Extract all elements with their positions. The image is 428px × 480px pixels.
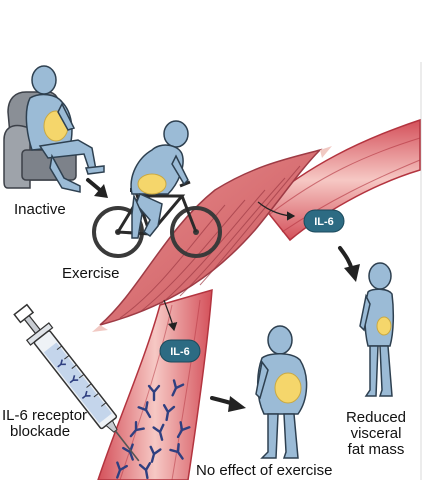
- il6-pill-upper: IL-6: [303, 209, 345, 233]
- label-no-effect: No effect of exercise: [196, 462, 332, 479]
- il6-pill-lower-text: IL-6: [170, 346, 190, 358]
- arrow-to-no-effect: [210, 396, 246, 412]
- arrow-muscle-to-il6-upper: [257, 201, 296, 221]
- cycling-person: [130, 120, 189, 239]
- syringe: [13, 303, 140, 462]
- no-effect-person: [255, 325, 308, 459]
- reduced-fat-person: [359, 262, 395, 397]
- arrow-muscle-to-il6-lower: [163, 299, 178, 332]
- inactive-person: [25, 65, 105, 193]
- arrow-inactive-to-exercise: [86, 178, 108, 198]
- antibodies: [116, 379, 191, 480]
- label-fat-mass: fat mass: [348, 441, 405, 458]
- label-visceral: visceral: [351, 425, 402, 442]
- label-exercise: Exercise: [62, 265, 120, 282]
- label-inactive: Inactive: [14, 201, 66, 218]
- arrow-to-reduced-fat: [338, 246, 360, 282]
- lower-blood-vessel: [97, 288, 213, 480]
- label-reduced: Reduced: [346, 409, 406, 426]
- il6-pill-lower: IL-6: [159, 339, 201, 363]
- il6-pill-upper-text: IL-6: [314, 216, 334, 228]
- skeletal-muscle: [92, 146, 332, 332]
- upper-blood-vessel: [260, 118, 421, 242]
- label-blockade: blockade: [10, 423, 70, 440]
- label-il6-receptor: IL-6 receptor: [2, 407, 87, 424]
